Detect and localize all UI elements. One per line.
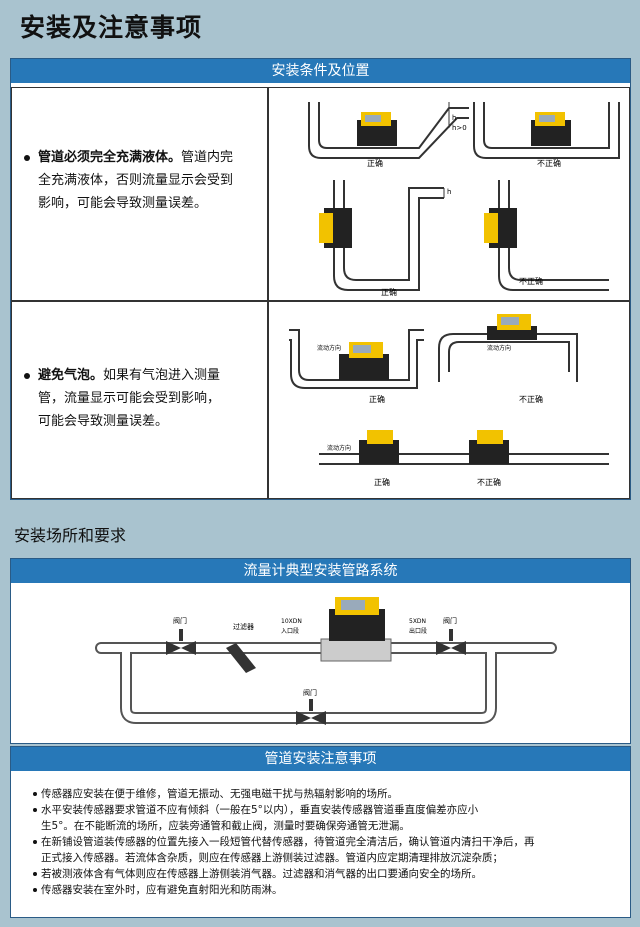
flow-direction-label: 流动方向	[327, 444, 351, 452]
note-item: 正式接入传感器。若流体含杂质，则应在传感器上游侧装过滤器。管道内应定期清理排放沉…	[41, 852, 503, 864]
condition-lead-1: 管道必须完全充满液体。	[38, 150, 182, 165]
incorrect-label: 不正确	[537, 158, 561, 168]
pipeline-system-panel: 流量计典型安装管路系统 阀门 阀门 阀门 过滤器 10XDN 入口段 5XDN …	[10, 558, 631, 744]
incorrect-label: 不正确	[519, 394, 543, 404]
flowmeter-icon	[320, 597, 392, 662]
inlet-length-label: 10XDN	[281, 618, 302, 625]
condition-text-2: 避免气泡。如果有气泡进入测量 管，流量显示可能会受到影响， 可能会导致测量误差。	[24, 364, 264, 433]
flowmeter-icon	[319, 112, 571, 248]
page-title: 安装及注意事项	[20, 13, 203, 42]
condition-line: 如果有气泡进入测量	[103, 368, 221, 383]
installation-conditions-panel: 安装条件及位置 管道必须完全充满液体。管道内完 全充满液体，否则流量显示会受到 …	[10, 58, 631, 500]
note-item: 若被测液体含有气体则应在传感器上游侧装消气器。过滤器和消气器的出口要通向安全的场…	[33, 867, 482, 882]
bullet-icon	[33, 808, 37, 812]
condition-text-cell-2: 避免气泡。如果有气泡进入测量 管，流量显示可能会受到影响， 可能会导致测量误差。	[11, 301, 268, 499]
condition-line: 管道内完	[181, 150, 234, 165]
section-bar-conditions: 安装条件及位置	[11, 59, 630, 83]
condition-diagram-cell-1: h h>0 h 正确 不正确 正确 不正确	[268, 87, 630, 301]
condition-lead-2: 避免气泡。	[38, 368, 104, 383]
air-bubble-diagram: 流动方向 流动方向 流动方向 正确 不正确 正确 不正确	[289, 314, 609, 487]
incorrect-label: 不正确	[519, 276, 543, 286]
valve-label: 阀门	[173, 616, 187, 625]
condition-text-1: 管道必须完全充满液体。管道内完 全充满液体，否则流量显示会受到 影响，可能会导致…	[24, 146, 264, 215]
note-item: 在新铺设管道装传感器的位置先接入一段短管代替传感器，待管道完全清洁后，确认管道内…	[33, 835, 535, 850]
correct-label: 正确	[369, 394, 385, 404]
inlet-label: 入口段	[281, 627, 299, 635]
condition-line: 影响，可能会导致测量误差。	[38, 196, 208, 211]
note-item: 生5°。在不能断流的场所，应装旁通管和截止阀，测量时要确保旁通管无泄漏。	[41, 820, 410, 832]
valve-label: 阀门	[443, 616, 457, 625]
section-bar-pipeline: 流量计典型安装管路系统	[11, 559, 630, 583]
condition-text-cell-1: 管道必须完全充满液体。管道内完 全充满液体，否则流量显示会受到 影响，可能会导致…	[11, 87, 268, 301]
condition-line: 管，流量显示可能会受到影响，	[38, 391, 221, 406]
h-label: h>0	[452, 124, 467, 132]
pipeline-system-diagram: 阀门 阀门 阀门 过滤器 10XDN 入口段 5XDN 出口段	[95, 597, 557, 725]
note-item: 传感器应安装在便于维修，管道无振动、无强电磁干扰与热辐射影响的场所。	[33, 787, 398, 802]
bullet-icon	[33, 888, 37, 892]
bullet-icon	[33, 792, 37, 796]
correct-label: 正确	[381, 287, 397, 297]
flow-direction-label: 流动方向	[487, 344, 511, 352]
incorrect-label: 不正确	[477, 477, 501, 487]
outlet-label: 出口段	[409, 627, 427, 635]
pipe-install-notes-panel: 管道安装注意事项 传感器应安装在便于维修，管道无振动、无强电磁干扰与热辐射影响的…	[10, 746, 631, 918]
bullet-icon	[33, 872, 37, 876]
filter-label: 过滤器	[233, 622, 254, 631]
condition-line: 全充满液体，否则流量显示会受到	[38, 173, 234, 188]
h-label: h	[447, 188, 451, 196]
pipe-fill-diagram: h h>0 h 正确 不正确 正确 不正确	[308, 102, 620, 297]
bullet-icon	[33, 840, 37, 844]
section-heading-install-site: 安装场所和要求	[14, 526, 127, 545]
h-label: h	[452, 114, 456, 122]
outlet-length-label: 5XDN	[409, 618, 426, 625]
bullet-icon	[24, 154, 30, 161]
filter-icon	[226, 643, 256, 673]
condition-line: 可能会导致测量误差。	[38, 414, 169, 429]
condition-diagram-cell-2: 流动方向 流动方向 流动方向 正确 不正确 正确 不正确	[268, 301, 630, 499]
correct-label: 正确	[367, 158, 383, 168]
valve-icon	[166, 629, 466, 725]
bullet-icon	[24, 372, 30, 379]
note-item: 水平安装传感器要求管道不应有倾斜（一般在5°以内），垂直安装传感器管道垂直度偏差…	[33, 803, 478, 818]
correct-label: 正确	[374, 477, 390, 487]
section-bar-notes: 管道安装注意事项	[11, 747, 630, 771]
note-item: 传感器安装在室外时，应有避免直射阳光和防雨淋。	[33, 883, 283, 898]
flowmeter-icon	[339, 314, 537, 464]
flow-direction-label: 流动方向	[317, 344, 341, 352]
valve-label: 阀门	[303, 688, 317, 697]
